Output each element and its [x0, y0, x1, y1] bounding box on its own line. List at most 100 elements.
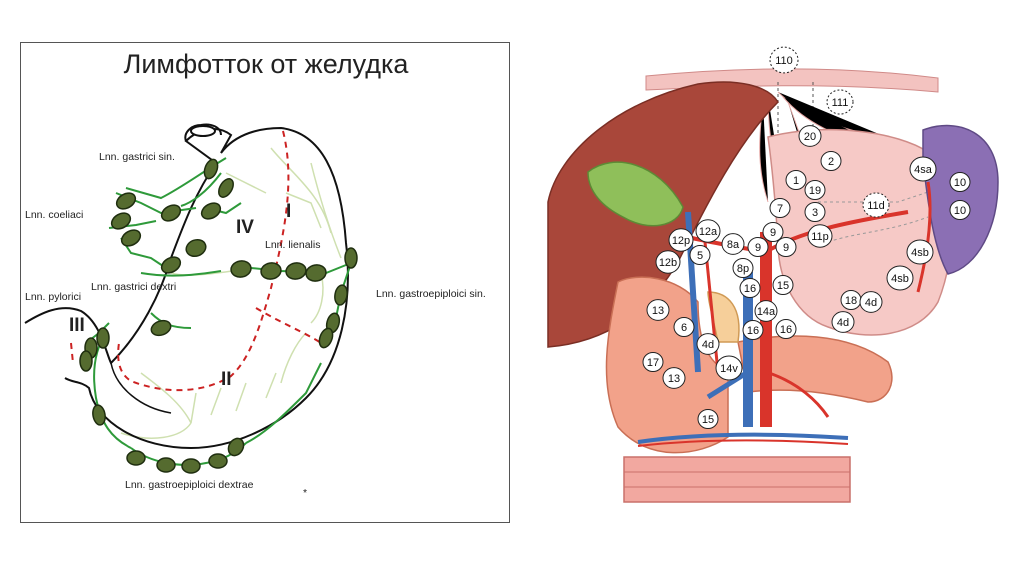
node-circle: [949, 200, 971, 220]
lymph-node-station: 10: [949, 172, 971, 192]
asterisk-mark: *: [303, 487, 308, 499]
node-label: 4d: [865, 297, 877, 309]
node-label: 9: [755, 242, 761, 254]
zone-iii: III: [69, 315, 85, 336]
lymph-node-station: 13: [646, 299, 670, 321]
lymph-node-station: 17: [642, 352, 664, 372]
lymph-node-station: 2: [820, 151, 842, 171]
node-label: 11p: [811, 231, 829, 243]
node-circle: [715, 355, 743, 381]
node-label: 1: [793, 175, 799, 187]
lymph-drainage-diagram: Лимфотток от желудка Lnn. gastrici sin. …: [20, 42, 510, 523]
node-label: 4sa: [914, 164, 933, 176]
label-gastroepiploici-dextrae: Lnn. gastroepiploici dextrae: [125, 479, 254, 491]
zone-iv: IV: [236, 217, 254, 238]
lymph-node-station: 11p: [807, 224, 833, 248]
node-label: 13: [668, 373, 680, 385]
node-label: 10: [954, 205, 966, 217]
lymph-node-station: 4sa: [909, 156, 937, 182]
node-circle: [732, 258, 754, 278]
node-circle: [775, 237, 797, 257]
lymph-node-station: 9: [762, 222, 784, 242]
node-label: 111: [832, 97, 849, 109]
node-circle: [859, 291, 883, 313]
lymph-node-station: 12b: [655, 250, 681, 274]
node-label: 8a: [727, 239, 740, 251]
node-label: 19: [809, 185, 821, 197]
lymph-node-station: 19: [804, 180, 826, 200]
lymph-node-station: 110: [769, 46, 799, 74]
node-circle: [695, 219, 721, 243]
lymph-node-station: 111: [826, 89, 854, 115]
node-circle: [906, 239, 934, 265]
lymph-node-station: 16: [742, 320, 764, 340]
node-circle: [831, 311, 855, 333]
node-circle: [886, 265, 914, 291]
transverse-colon: [623, 456, 851, 503]
lymph-node-station: 4d: [831, 311, 855, 333]
node-label: 4sb: [911, 247, 929, 259]
node-circle: [826, 89, 854, 115]
zone-i: I: [286, 201, 292, 222]
node-label: 3: [812, 207, 818, 219]
diagram-title: Лимфотток от желудка: [123, 49, 409, 79]
node-label: 17: [647, 357, 659, 369]
node-label: 18: [845, 295, 857, 307]
node-label: 12p: [672, 235, 690, 247]
label-gastrici-dextri: Lnn. gastrici dextri: [91, 281, 177, 293]
node-label: 10: [954, 177, 966, 189]
node-circle: [742, 320, 764, 340]
lymph-node-station: 10: [949, 200, 971, 220]
node-label: 4d: [702, 339, 714, 351]
lymph-node-station: 20: [798, 125, 822, 147]
node-circle: [862, 192, 890, 218]
node-circle: [747, 237, 769, 257]
lymph-node-station: 7: [769, 198, 791, 218]
node-circle: [721, 233, 745, 255]
lymph-node-station: 18: [840, 290, 862, 310]
node-label: 14v: [720, 363, 738, 375]
esophagus-opening: [190, 125, 216, 137]
node-label: 11d: [867, 200, 885, 212]
label-coeliaci: Lnn. coeliaci: [25, 209, 84, 221]
node-label: 8p: [737, 263, 749, 275]
label-pylorici: Lnn. pylorici: [25, 291, 82, 303]
stomach-schematic: [24, 123, 358, 474]
node-label: 14a: [757, 306, 776, 318]
lymph-node-station: 15: [772, 275, 794, 295]
node-circle: [762, 222, 784, 242]
node-circle: [739, 278, 761, 298]
zone-boundaries: [70, 130, 322, 392]
node-circle: [949, 172, 971, 192]
node-circle: [769, 198, 791, 218]
node-circle: [655, 250, 681, 274]
node-label: 7: [777, 203, 783, 215]
lymph-node-station: 12a: [695, 219, 721, 243]
node-label: 6: [681, 322, 687, 334]
lymph-node-station: 14a: [754, 300, 778, 322]
label-gastrici-sin: Lnn. gastrici sin.: [99, 151, 175, 163]
pancreas-head: [707, 291, 740, 343]
lymph-node-station: 11d: [862, 192, 890, 218]
node-label: 16: [744, 283, 756, 295]
lymph-node-station: 16: [775, 319, 797, 339]
jejunum: [737, 335, 893, 403]
node-label: 4sb: [891, 273, 909, 285]
lymph-node-station: 16: [739, 278, 761, 298]
node-circle: [769, 46, 799, 74]
node-label: 2: [828, 156, 834, 168]
lymph-node-station: 13: [662, 367, 686, 389]
zone-ii: II: [221, 369, 232, 390]
node-circle: [696, 333, 720, 355]
node-circle: [909, 156, 937, 182]
node-label: 16: [747, 325, 759, 337]
node-label: 5: [697, 250, 703, 262]
lymph-node-station: 8p: [732, 258, 754, 278]
lymph-node-station: 6: [673, 317, 695, 337]
node-circle: [689, 245, 711, 265]
node-circle: [668, 228, 694, 252]
node-circle: [798, 125, 822, 147]
lymph-node-station: 3: [804, 202, 826, 222]
